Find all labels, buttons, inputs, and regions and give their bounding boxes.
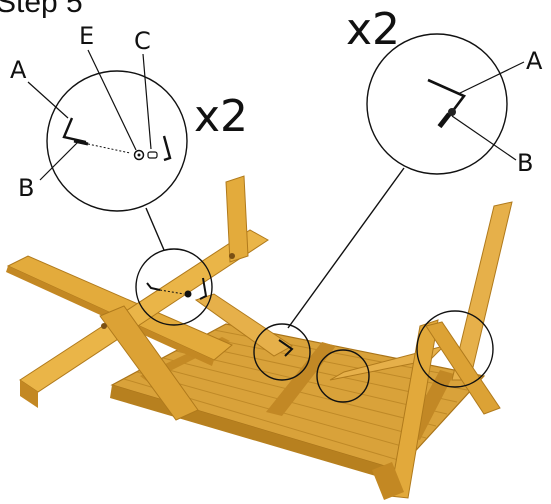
label-e: E <box>79 22 95 50</box>
left-quantity: x2 <box>194 91 249 142</box>
label-a-right: A <box>526 47 543 75</box>
label-b-right: B <box>517 149 534 177</box>
step-heading: Step 5 <box>0 0 83 19</box>
label-c: C <box>134 27 151 55</box>
joint-hardware <box>146 277 294 357</box>
joint-highlights <box>135 248 494 403</box>
leader-lines <box>145 167 405 329</box>
label-a-left: A <box>10 56 27 84</box>
label-leader-lines <box>27 49 525 181</box>
right-detail-callout <box>366 33 508 175</box>
right-leg-assembly <box>372 201 513 500</box>
right-quantity: x2 <box>346 4 401 55</box>
label-b-left: B <box>18 174 35 202</box>
left-detail-callout <box>46 70 188 212</box>
